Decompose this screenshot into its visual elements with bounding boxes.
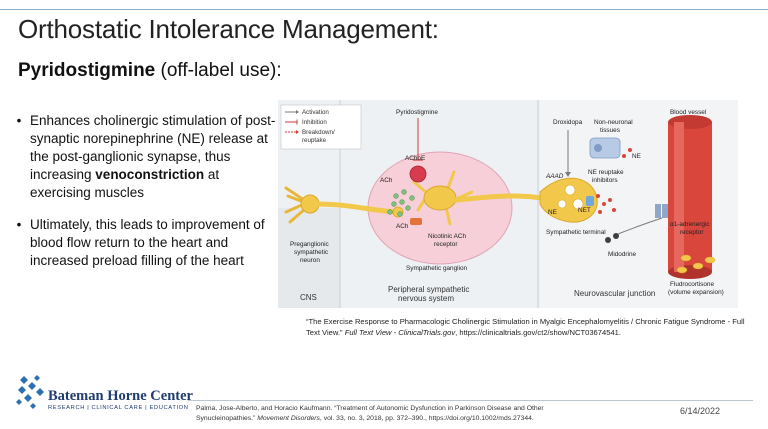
mechanism-diagram: Activation Inhibition Breakdown/ reuptak… <box>278 100 738 308</box>
org-name: Bateman Horne Center <box>48 388 193 404</box>
bullet-text-pre: Ultimately, this leads to improvement of… <box>30 217 265 268</box>
label-cns: CNS <box>300 293 317 302</box>
label-non-neuronal-1: Non-neuronal <box>594 119 633 126</box>
label-aaad: AAAD <box>545 173 564 180</box>
bullet-item: • Enhances cholinergic stimulation of po… <box>8 112 278 202</box>
label-neurovascular: Neurovascular junction <box>574 289 655 298</box>
subtitle-rest: (off-label use): <box>155 60 282 81</box>
fludrocortisone-molecules <box>676 254 716 274</box>
label-droxidopa: Droxidopa <box>553 119 583 126</box>
figure-legend: Activation Inhibition Breakdown/ reuptak… <box>280 104 362 150</box>
label-preganglionic-3: neuron <box>300 257 320 264</box>
label-sym-ganglion: Sympathetic ganglion <box>406 265 468 272</box>
label-ne-1: NE <box>548 209 557 216</box>
bateman-horne-logo-icon <box>16 375 44 409</box>
label-ne-reuptake-1: NE reuptake <box>588 169 624 176</box>
label-alpha-1: α1-adrenergic <box>670 221 710 228</box>
legend-breakdown: Breakdown/ <box>302 129 335 136</box>
label-ne-2: NE <box>632 153 641 160</box>
slide-subtitle: Pyridostigmine (off-label use): <box>18 60 282 82</box>
label-non-neuronal-2: tissues <box>600 127 620 134</box>
caption-quote: “The Exercise Response to Pharmacologic … <box>306 317 745 337</box>
reference-text: Palma, Jose-Alberto, and Horacio Kaufman… <box>196 405 544 422</box>
label-fludro-1: Fludrocortisone <box>670 281 714 288</box>
footer-divider <box>188 400 753 401</box>
label-net: NET <box>578 207 591 214</box>
bullet-text-pre: Enhances cholinergic stimulation of post… <box>30 113 276 182</box>
bullet-list: • Enhances cholinergic stimulation of po… <box>8 112 278 284</box>
cns-region <box>278 208 340 308</box>
label-sym-terminal: Sympathetic terminal <box>546 229 606 236</box>
bullet-text-bold: venoconstriction <box>95 167 205 182</box>
footer-reference: Palma, Jose-Alberto, and Horacio Kaufman… <box>196 404 586 423</box>
label-ach-1: ACh <box>380 177 393 184</box>
sympathetic-terminal-shape <box>539 177 598 223</box>
label-ne-reuptake-2: inhibitors <box>592 177 618 184</box>
caption-url: , https://clinicaltrials.gov/ct2/show/NC… <box>455 328 622 337</box>
org-tagline: RESEARCH | CLINICAL CARE | EDUCATION <box>48 405 189 411</box>
legend-inhibition: Inhibition <box>302 119 327 126</box>
label-ach-2: ACh <box>396 223 409 230</box>
caption-source: Full Text View - ClinicalTrials.gov <box>342 328 456 337</box>
label-pyridostigmine: Pyridostigmine <box>396 109 438 116</box>
slide-title: Orthostatic Intolerance Management: <box>18 14 439 44</box>
bullet-marker: • <box>16 217 22 232</box>
subtitle-bold: Pyridostigmine <box>18 60 156 81</box>
label-peripheral-1: Peripheral sympathetic <box>388 285 469 294</box>
figure-caption: “The Exercise Response to Pharmacologic … <box>306 316 746 338</box>
bullet-text: Enhances cholinergic stimulation of post… <box>30 112 278 202</box>
label-alpha-2: receptor <box>680 229 704 236</box>
bullet-text-post: at exercising muscles <box>30 167 220 200</box>
label-peripheral-2: nervous system <box>398 294 454 303</box>
slide-date: 6/14/2022 <box>680 406 721 416</box>
mechanism-figure: Activation Inhibition Breakdown/ reuptak… <box>278 100 738 308</box>
label-ache: AChoE <box>405 155 425 162</box>
legend-reuptake: reuptake <box>302 137 327 144</box>
legend-activation: Activation <box>302 109 329 116</box>
alpha-receptor-shape <box>655 204 668 218</box>
label-fludro-2: (volume expansion) <box>668 289 724 296</box>
nicotinic-receptor-shape <box>410 218 422 225</box>
label-midodrine: Midodrine <box>608 251 637 258</box>
label-nicotinic-2: receptor <box>434 241 458 248</box>
reference-journal: Movement Disorders <box>255 414 320 422</box>
bullet-item: • Ultimately, this leads to improvement … <box>8 216 278 270</box>
label-preganglionic-1: Preganglionic <box>290 241 330 248</box>
reference-tail: , vol. 33, no. 3, 2018, pp. 372–390., ht… <box>319 414 534 422</box>
bullet-text: Ultimately, this leads to improvement of… <box>30 216 278 270</box>
label-nicotinic-1: Nicotinic ACh <box>428 233 466 240</box>
blood-vessel-shape <box>668 115 712 279</box>
midodrine-molecules <box>605 217 663 243</box>
non-neuronal-tissue-shape <box>589 137 621 159</box>
ach-molecules <box>387 189 415 217</box>
label-preganglionic-2: sympathetic <box>294 249 329 256</box>
ache-enzyme <box>409 165 427 183</box>
top-divider <box>0 9 768 10</box>
bullet-marker: • <box>16 113 22 128</box>
label-blood-vessel: Blood vessel <box>670 109 706 116</box>
